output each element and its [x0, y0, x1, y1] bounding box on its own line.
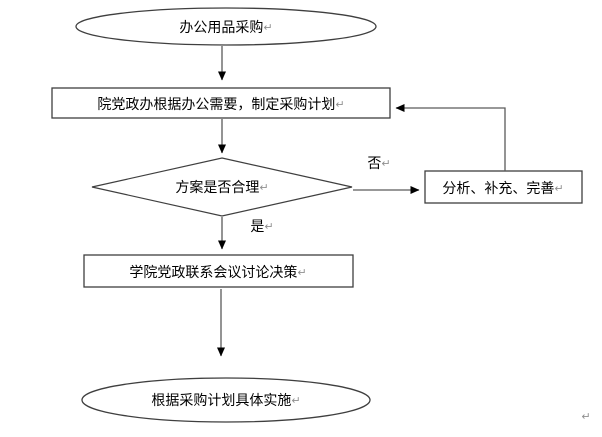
- return-mark: ↵: [291, 395, 300, 407]
- edge-label-yes: 是↵: [250, 218, 273, 234]
- decision-node-label: 方案是否合理↵: [175, 179, 268, 195]
- return-mark: ↵: [297, 267, 306, 279]
- revise-process-shape: [424, 170, 583, 204]
- return-mark: ↵: [259, 182, 268, 194]
- return-mark: ↵: [263, 22, 272, 34]
- edge-label-no: 否↵: [367, 155, 390, 171]
- return-mark: ↵: [381, 158, 390, 170]
- revise-node-label: 分析、补充、完善↵: [442, 180, 563, 196]
- start-node-label: 办公用品采购↵: [179, 19, 272, 35]
- return-mark: ↵: [335, 99, 344, 111]
- return-mark: ↵: [554, 183, 563, 195]
- meeting-node-label: 学院党政联系会议讨论决策↵: [129, 264, 306, 280]
- connector-revise-to-plan: [395, 104, 506, 171]
- end-terminator-shape: [81, 377, 371, 423]
- return-mark: ↵: [264, 221, 273, 233]
- meeting-process-shape: [83, 254, 354, 288]
- decision-diamond-shape: [91, 157, 353, 217]
- plan-process-shape: [51, 87, 391, 119]
- plan-node-label: 院党政办根据办公需要，制定采购计划↵: [97, 96, 344, 112]
- end-node-label: 根据采购计划具体实施↵: [151, 392, 300, 408]
- paragraph-mark: ↵: [581, 411, 590, 423]
- start-terminator-shape: [75, 7, 377, 46]
